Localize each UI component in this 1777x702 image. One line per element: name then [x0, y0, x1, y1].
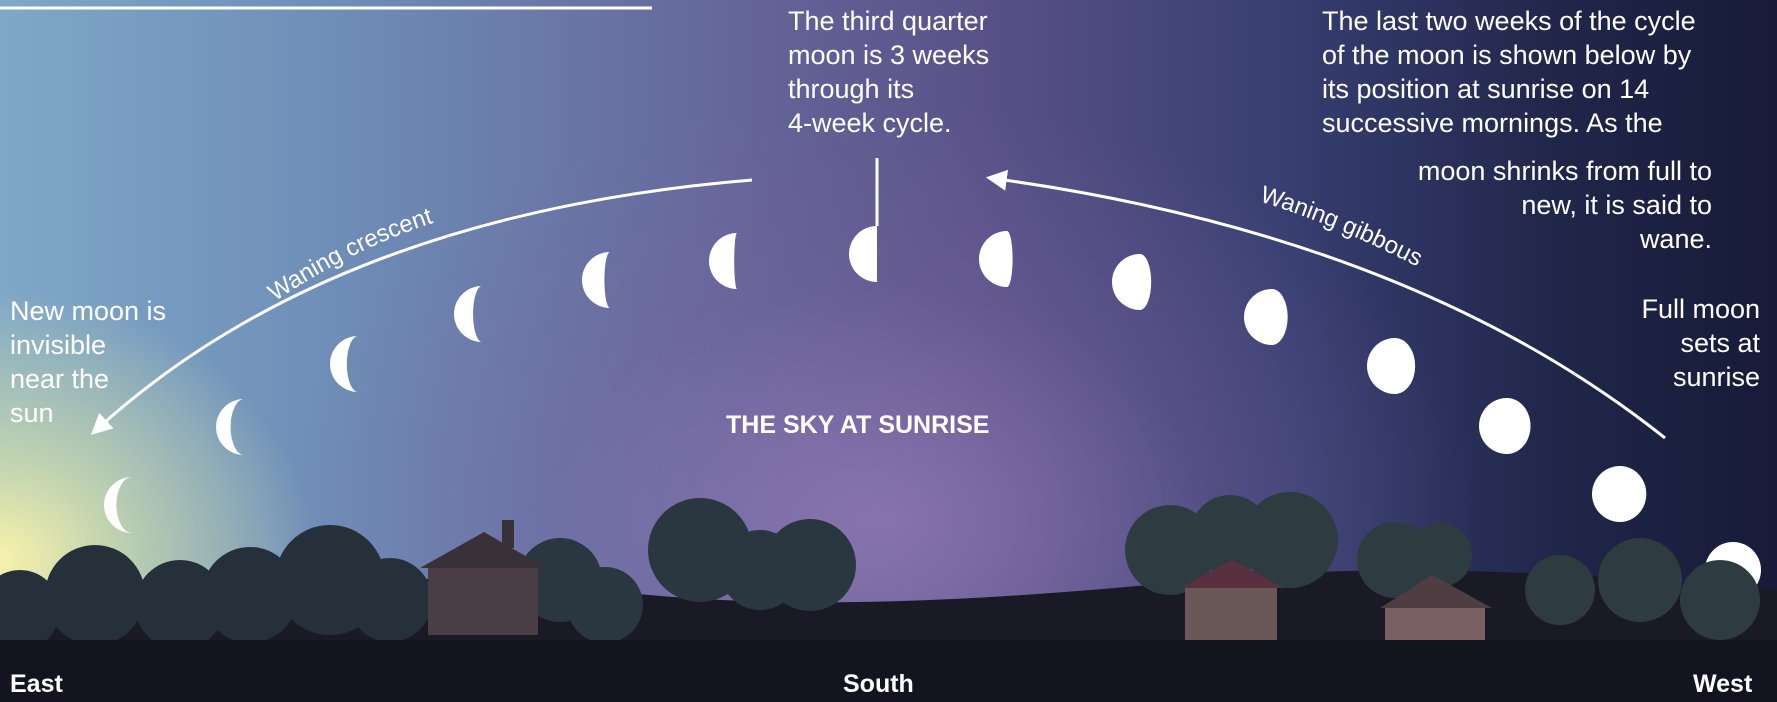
moon-phase-10: [1244, 289, 1288, 345]
moon-phase-4: [454, 286, 482, 342]
foreground: [0, 640, 1777, 702]
last-two-weeks-note: The last two weeks of the cycle of the m…: [1322, 6, 1696, 138]
direction-south: South: [843, 670, 914, 698]
third-quarter-note: The third quarter moon is 3 weeks throug…: [788, 6, 990, 138]
moon-phase-1: [104, 477, 132, 533]
direction-east: East: [10, 670, 63, 698]
moon-phase-5: [582, 252, 610, 308]
full-moon-note: Full moon sets at sunrise: [1641, 294, 1760, 392]
direction-west: West: [1693, 670, 1753, 698]
moon-phase-2: [216, 399, 244, 455]
farmhouse-right-1: [1180, 560, 1284, 643]
farmhouse-left: [420, 520, 546, 635]
moon-phase-7: [849, 226, 878, 282]
diagram-title: THE SKY AT SUNRISE: [726, 411, 989, 439]
moon-phase-6: [709, 233, 737, 290]
moon-phase-12: [1479, 398, 1531, 454]
last-two-weeks-note-cont: moon shrinks from full to new, it is sai…: [1417, 156, 1712, 254]
tree-cluster-center: [518, 498, 856, 643]
moon-phase-13: [1592, 466, 1647, 522]
landscape: [0, 492, 1777, 702]
moon-phase-3: [330, 336, 358, 392]
waning-gibbous-arrow: [985, 169, 1666, 440]
moon-phase-8: [979, 231, 1013, 287]
moon-phase-11: [1367, 338, 1416, 394]
tree-cluster-right: [1125, 492, 1760, 640]
tree-cluster-left: [0, 525, 432, 650]
waning-crescent-arrow: [90, 178, 753, 435]
waning-crescent-label: Waning crescent: [263, 203, 436, 307]
moon-phase-9: [1112, 254, 1152, 310]
new-moon-note: New moon is invisible near the sun: [10, 296, 167, 428]
